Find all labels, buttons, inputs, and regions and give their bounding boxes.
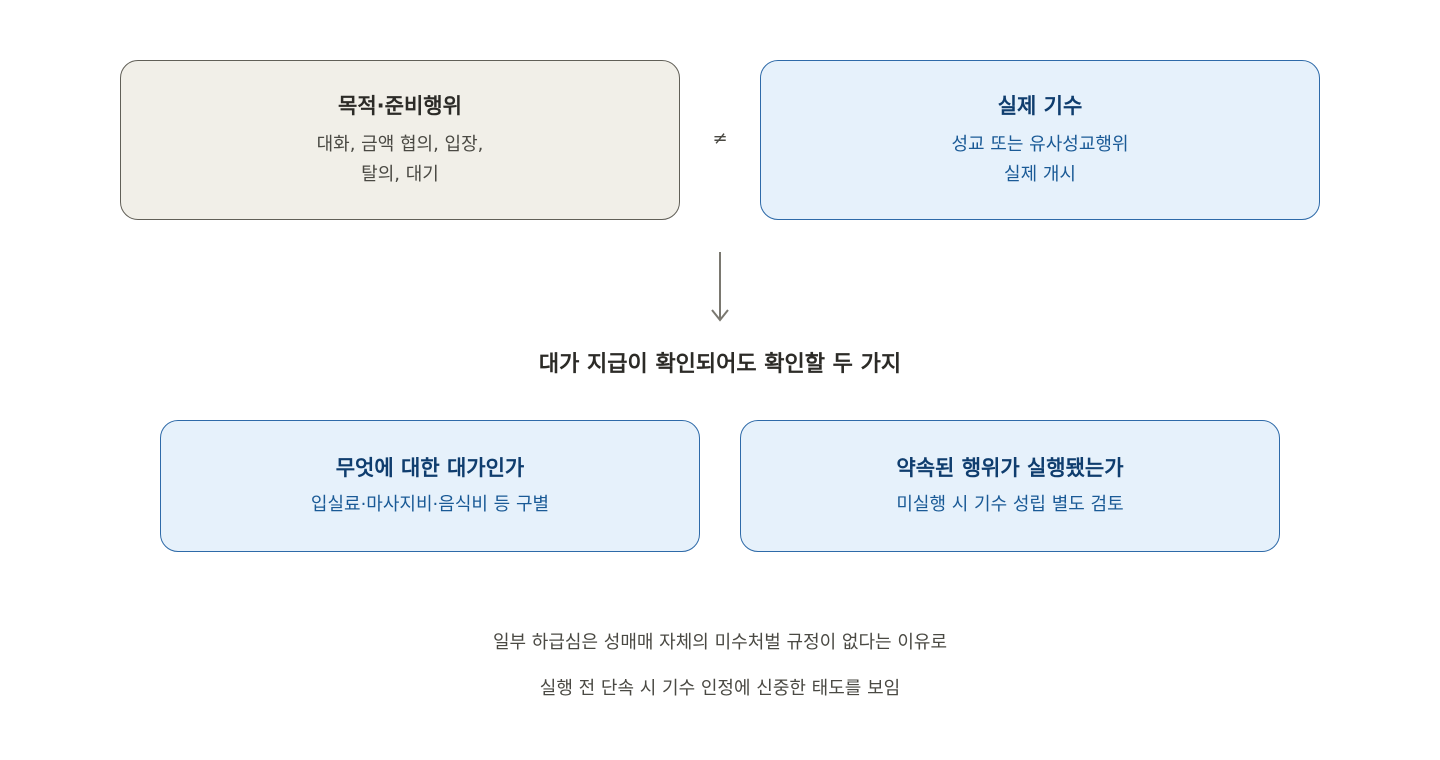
consideration-object-line: 입실료·마사지비·음식비 등 구별 [310,494,550,515]
promised-act-line: 미실행 시 기수 성립 별도 검토 [896,494,1124,515]
actual-consummation-line-2: 실제 개시 [1004,164,1076,185]
purpose-preparation-line-2: 탈의, 대기 [361,164,439,185]
promised-act-title: 약속된 행위가 실행됐는가 [896,456,1124,480]
purpose-preparation-box: 목적·준비행위 대화, 금액 협의, 입장, 탈의, 대기 [120,60,680,220]
note-line-2: 실행 전 단속 시 기수 인정에 신중한 태도를 보임 [539,678,901,699]
actual-consummation-box: 실제 기수 성교 또는 유사성교행위 실제 개시 [760,60,1320,220]
consideration-object-title: 무엇에 대한 대가인가 [335,456,525,480]
purpose-preparation-line-1: 대화, 금액 협의, 입장, [316,134,484,155]
consideration-object-box: 무엇에 대한 대가인가 입실료·마사지비·음식비 등 구별 [160,420,700,552]
not-equal-symbol: ≠ [712,128,728,149]
actual-consummation-line-1: 성교 또는 유사성교행위 [951,134,1129,155]
actual-consummation-title: 실제 기수 [997,94,1083,118]
down-arrow-icon [711,252,729,322]
note-line-1: 일부 하급심은 성매매 자체의 미수처벌 규정이 없다는 이유로 [492,632,948,653]
promised-act-box: 약속된 행위가 실행됐는가 미실행 시 기수 성립 별도 검토 [740,420,1280,552]
purpose-preparation-title: 목적·준비행위 [338,94,462,118]
middle-heading: 대가 지급이 확인되어도 확인할 두 가지 [538,352,902,377]
